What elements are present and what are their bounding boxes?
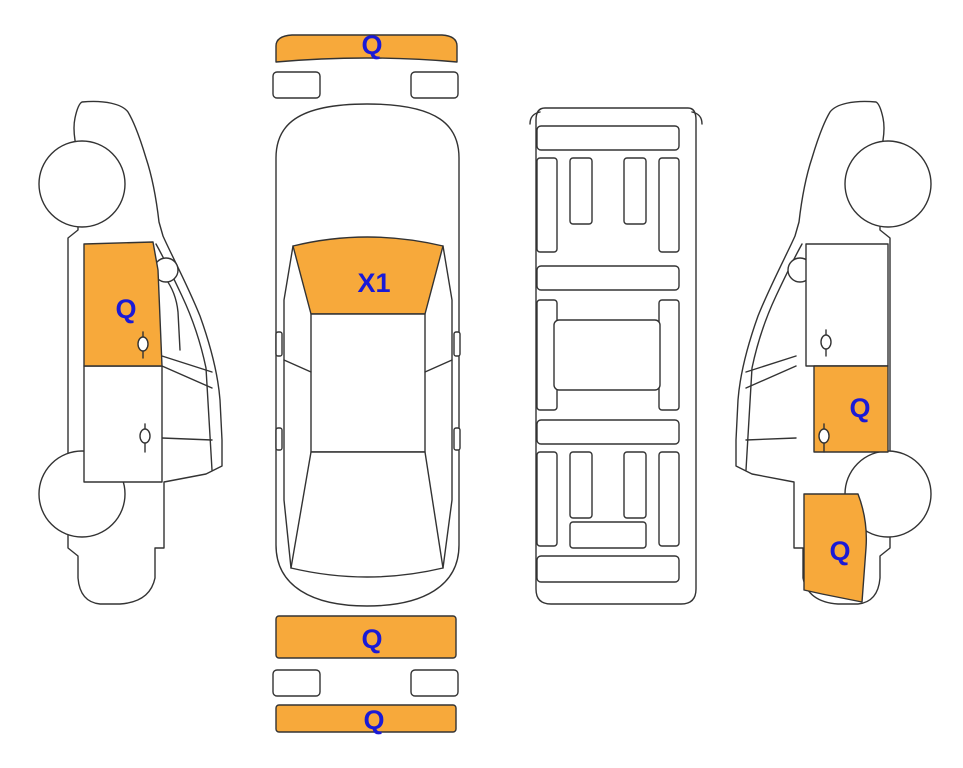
left-side-glass: [283, 245, 294, 569]
rear-crossmember: [536, 555, 680, 583]
rear-bumper-lower-panel[interactable]: [275, 704, 457, 733]
right-side-glass: [442, 245, 453, 569]
left-side-view: Q: [38, 100, 223, 605]
left-door-sill: [161, 365, 213, 441]
rear-bumper-upper-label: Q: [361, 624, 382, 654]
left-front-door: [83, 365, 163, 483]
right-taillight: [410, 669, 459, 697]
rear-floor-bar: [536, 419, 680, 445]
right-headlight: [410, 71, 459, 99]
center-floor-pan: [553, 319, 661, 391]
right-door-sill: [745, 365, 797, 441]
left-mirror: [275, 331, 283, 357]
right-side-view: Q Q: [735, 100, 932, 605]
left-taillight: [272, 669, 321, 697]
underbody-inner-outline: [529, 111, 703, 125]
right-door-handle-icon: [820, 329, 832, 357]
front-bumper-panel[interactable]: [275, 34, 458, 63]
left-pillar: [161, 355, 213, 373]
rear-window: [290, 451, 444, 578]
right-mirror: [453, 331, 461, 357]
right-window: [745, 243, 803, 471]
front-crossmember: [536, 125, 680, 151]
left-handle: [275, 427, 283, 451]
roof: [310, 313, 426, 453]
right-rear-quarter-label: Q: [829, 536, 850, 566]
right-door-handle-2-icon: [818, 423, 830, 453]
left-rear-door-label: Q: [115, 294, 136, 324]
rear-inner-left: [569, 451, 593, 519]
front-inner-left: [569, 157, 593, 225]
right-handle: [453, 427, 461, 451]
front-floor-bar: [536, 265, 680, 291]
front-left-rail: [536, 157, 558, 253]
right-rear-door-panel[interactable]: [813, 365, 889, 453]
top-view: Q X1 Q Q: [272, 30, 461, 735]
underbody-view: [529, 107, 703, 605]
right-pillar: [745, 355, 797, 373]
right-rear-quarter-panel[interactable]: [803, 493, 868, 603]
rear-left-rail: [536, 451, 558, 547]
rear-tank: [569, 521, 647, 549]
front-right-rail: [658, 157, 680, 253]
rear-right-rail: [658, 451, 680, 547]
rear-inner-right: [623, 451, 647, 519]
right-pillar-line: [424, 359, 453, 373]
front-bumper-label: Q: [361, 30, 382, 60]
right-front-wheel: [844, 140, 932, 228]
left-front-wheel: [38, 140, 126, 228]
right-rear-door-label: Q: [849, 393, 870, 423]
rear-bumper-lower-label: Q: [363, 705, 384, 735]
center-right-rail: [658, 299, 680, 411]
rear-bumper-upper-panel[interactable]: [275, 615, 457, 659]
windshield-label: X1: [357, 268, 390, 298]
left-pillar-line: [283, 359, 312, 373]
right-front-door: [805, 243, 889, 367]
front-inner-right: [623, 157, 647, 225]
left-door-handle-icon: [137, 331, 149, 359]
left-door-handle-2-icon: [139, 423, 151, 453]
left-headlight: [272, 71, 321, 99]
